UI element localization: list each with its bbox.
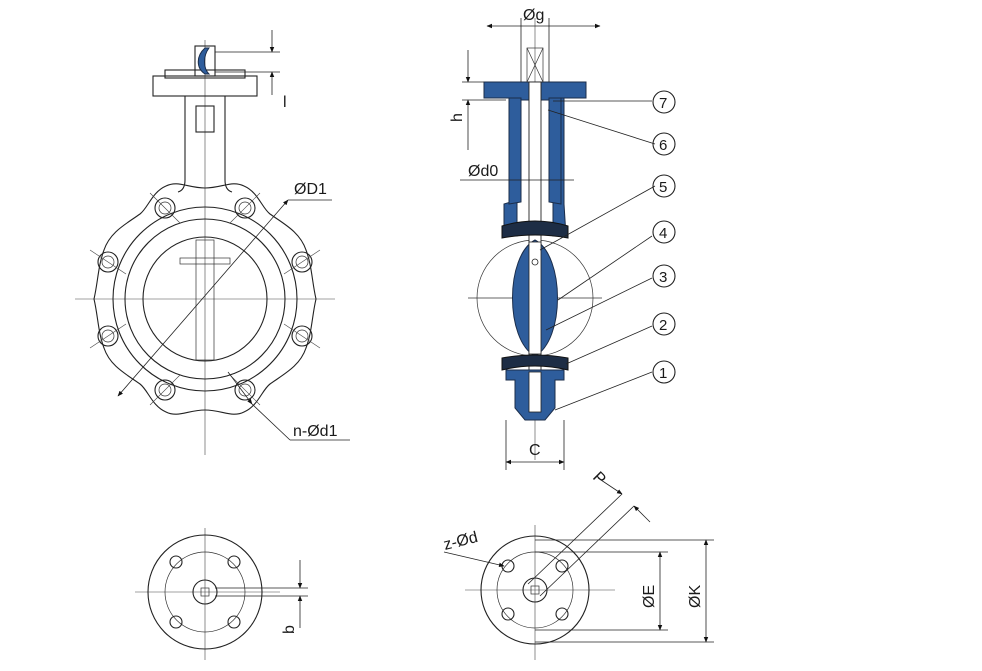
svg-text:7: 7 [659, 95, 667, 112]
label-E: ØE [641, 585, 658, 608]
label-b: b [281, 625, 298, 634]
part-callouts: 7 6 5 4 3 2 1 [652, 90, 676, 384]
label-D1: ØD1 [294, 181, 327, 198]
label-d0: Ød0 [468, 163, 498, 180]
front-view: l ØD1 [75, 30, 350, 455]
svg-text:3: 3 [659, 269, 667, 286]
label-P: P [589, 469, 609, 489]
top-flange-face-view: P z-Ød ØE ØK [442, 469, 714, 660]
label-holes: n-Ød1 [293, 423, 338, 440]
label-g: Øg [523, 7, 544, 24]
bottom-flange-view: b [135, 528, 308, 660]
svg-text:1: 1 [659, 365, 667, 382]
svg-text:4: 4 [659, 225, 667, 242]
label-holes-top: z-Ød [442, 529, 480, 554]
svg-text:6: 6 [659, 137, 667, 154]
label-C: C [529, 442, 541, 459]
label-K: ØK [687, 585, 704, 608]
label-h: h [449, 113, 466, 122]
svg-text:2: 2 [659, 317, 667, 334]
section-view: Øg h Ød0 C 7 6 5 [449, 7, 676, 470]
svg-text:5: 5 [659, 179, 667, 196]
label-l: l [283, 94, 287, 111]
